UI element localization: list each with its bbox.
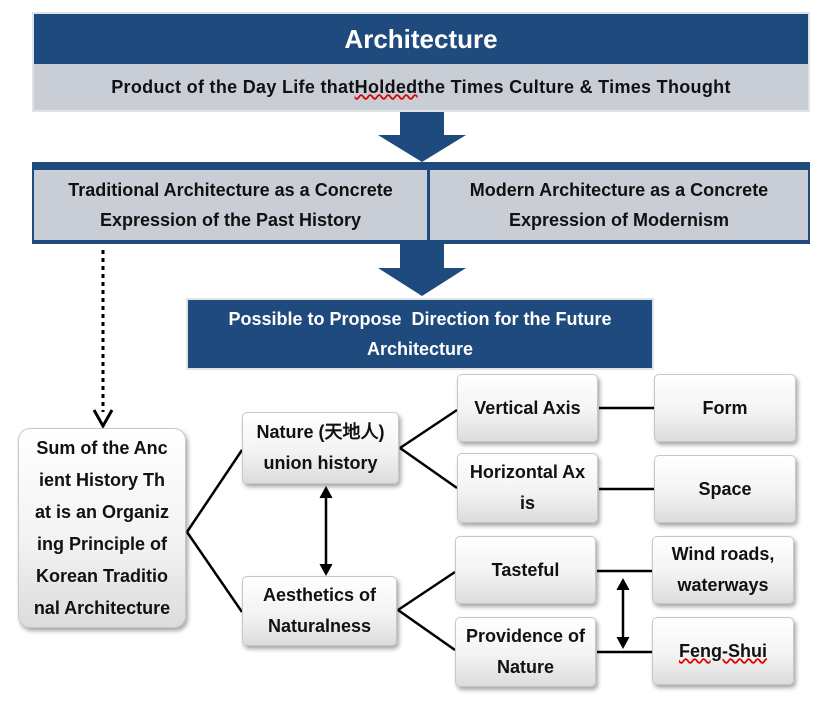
node-line: Korean Traditio bbox=[35, 566, 169, 586]
future-direction-box: Possible to Propose Direction for the Fu… bbox=[186, 298, 654, 370]
node-line: Nature (天地人) bbox=[256, 422, 385, 442]
node-line: Naturalness bbox=[267, 616, 372, 636]
form-node: Form bbox=[654, 374, 796, 442]
arrowhead-icon bbox=[319, 563, 333, 577]
node-line: ing Principle of bbox=[36, 534, 167, 554]
connector-line bbox=[397, 570, 456, 612]
vertical-axis-node: Vertical Axis bbox=[457, 374, 598, 442]
nature-node: Nature (天地人) union history bbox=[242, 412, 399, 484]
box-line: Expression of the Past History bbox=[99, 210, 362, 230]
connector-line bbox=[185, 531, 244, 613]
node-line: Sum of the Anc bbox=[36, 438, 168, 458]
arrowhead-icon bbox=[92, 409, 114, 430]
node-line: Aesthetics of bbox=[262, 585, 377, 605]
node-line: Providence of bbox=[465, 626, 586, 646]
subtitle-text: Holded bbox=[354, 76, 418, 97]
node-line: at is an Organiz bbox=[34, 502, 170, 522]
node-line: Horizontal Ax bbox=[469, 462, 586, 482]
node-line: union history bbox=[263, 453, 378, 473]
subtitle-text: the Times Culture & Times Thought bbox=[417, 76, 731, 97]
connector-line bbox=[399, 408, 458, 450]
summary-node: Sum of the Anc ient History Th at is an … bbox=[18, 428, 186, 628]
tasteful-node: Tasteful bbox=[455, 536, 596, 604]
down-arrow-icon bbox=[378, 112, 466, 162]
node-line: is bbox=[519, 493, 535, 513]
diagram-title: Architecture bbox=[32, 12, 810, 64]
providence-node: Providence of Nature bbox=[455, 617, 596, 687]
box-line: Traditional Architecture as a Concrete bbox=[68, 180, 393, 200]
arrowhead-icon bbox=[616, 577, 630, 591]
box-line: Modern Architecture as a Concrete bbox=[469, 180, 769, 200]
traditional-architecture-box: Traditional Architecture as a Concrete E… bbox=[34, 170, 427, 240]
arrowhead-icon bbox=[319, 485, 333, 499]
aesthetics-node: Aesthetics of Naturalness bbox=[242, 576, 397, 646]
subtitle-text: Product of the Day Life that bbox=[111, 76, 355, 97]
arrowhead-icon bbox=[616, 636, 630, 650]
modern-architecture-box: Modern Architecture as a Concrete Expres… bbox=[430, 170, 808, 240]
connector-line bbox=[397, 608, 456, 652]
box-line: Possible to Propose Direction for the Fu… bbox=[228, 309, 612, 329]
connector-line bbox=[399, 446, 458, 490]
connector-line bbox=[185, 449, 244, 533]
horizontal-axis-node: Horizontal Ax is bbox=[457, 453, 598, 523]
node-line: Feng-Shui bbox=[679, 640, 767, 661]
diagram-subtitle: Product of the Day Life that Holded the … bbox=[32, 64, 810, 112]
box-line: Expression of Modernism bbox=[508, 210, 730, 230]
space-node: Space bbox=[654, 455, 796, 523]
node-line: ient History Th bbox=[38, 470, 165, 490]
node-line: Wind roads, bbox=[671, 544, 775, 564]
feng-shui-node: Feng-Shui bbox=[652, 617, 794, 685]
down-arrow-icon bbox=[378, 244, 466, 296]
node-line: nal Architecture bbox=[33, 598, 171, 618]
node-line: waterways bbox=[677, 575, 769, 595]
node-line: Nature bbox=[496, 657, 554, 677]
wind-roads-node: Wind roads, waterways bbox=[652, 536, 794, 604]
box-line: Architecture bbox=[366, 339, 473, 359]
